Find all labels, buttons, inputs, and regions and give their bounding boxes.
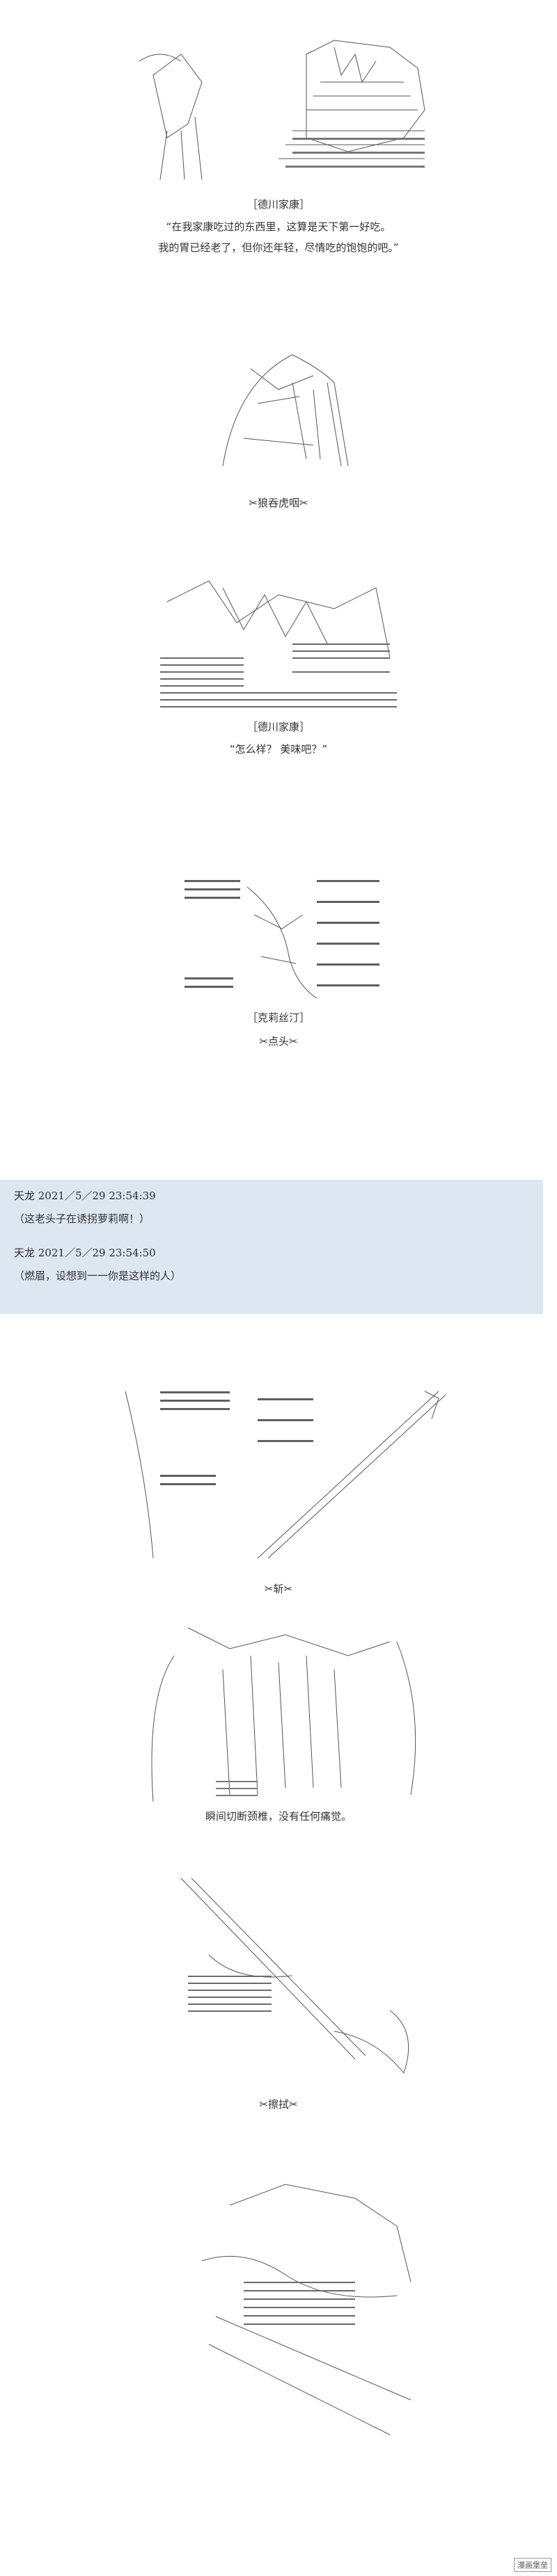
ascii-art-drawing xyxy=(160,580,397,707)
dialogue-line-3: “怎么样？ 美味吧？” xyxy=(229,743,328,755)
ascii-art-panel-3 xyxy=(153,574,404,713)
ascii-art-panel-6 xyxy=(132,1614,439,1805)
site-watermark: 漫画堡垒 xyxy=(514,2558,551,2572)
comment-meta: 天龙 2021／5／29 23:54:39 xyxy=(14,1190,156,1202)
sfx-caption-7: ✂擦拭✂ xyxy=(259,2098,298,2111)
ascii-art-panel-1 xyxy=(125,33,460,186)
comment-text: （燃眉，设想到一一你是这样的人） xyxy=(14,1270,182,1282)
sfx-caption-2: ✂狼吞虎咽✂ xyxy=(249,497,308,509)
ascii-art-drawing xyxy=(151,1627,416,1802)
ascii-art-panel-7 xyxy=(167,1871,446,2083)
speaker-label-3: ［德川家康］ xyxy=(246,721,310,733)
ascii-art-drawing xyxy=(185,880,379,999)
ascii-art-drawing xyxy=(222,354,349,467)
speaker-label-4: ［克莉丝汀］ xyxy=(246,1011,310,1024)
comment-item: 天龙 2021／5／29 23:54:39 （这老头子在诱拐萝莉啊！） xyxy=(14,1188,543,1227)
narration-line-6: 瞬间切断颈椎，没有任何痛觉。 xyxy=(205,1810,352,1823)
dialogue-line-1a: “在我家康吃过的东西里，这算是天下第一好吃。 xyxy=(166,221,391,233)
ascii-art-panel-5 xyxy=(118,1377,446,1562)
sfx-caption-4: ✂点头✂ xyxy=(259,1035,298,1048)
ascii-art-drawing xyxy=(139,40,425,180)
ascii-art-panel-2 xyxy=(209,341,362,473)
comment-text: （这老头子在诱拐萝莉啊！） xyxy=(14,1213,150,1225)
sfx-caption-5: ✂斩✂ xyxy=(264,1583,293,1595)
ascii-art-panel-8 xyxy=(188,2177,439,2560)
comment-meta: 天龙 2021／5／29 23:54:50 xyxy=(14,1247,156,1259)
dialogue-line-1b: 我的胃已经老了，但你还年轻，尽情吃的饱饱的吧。” xyxy=(158,241,399,254)
ascii-art-drawing xyxy=(125,1391,446,1559)
ascii-art-drawing xyxy=(180,1878,409,2074)
comment-section: 天龙 2021／5／29 23:54:39 （这老头子在诱拐萝莉啊！） 天龙 2… xyxy=(0,1180,543,1314)
ascii-art-panel-4 xyxy=(178,873,386,1002)
ascii-art-drawing xyxy=(201,2184,411,2435)
comment-item: 天龙 2021／5／29 23:54:50 （燃眉，设想到一一你是这样的人） xyxy=(14,1245,543,1284)
speaker-label-1: ［德川家康］ xyxy=(246,198,310,211)
